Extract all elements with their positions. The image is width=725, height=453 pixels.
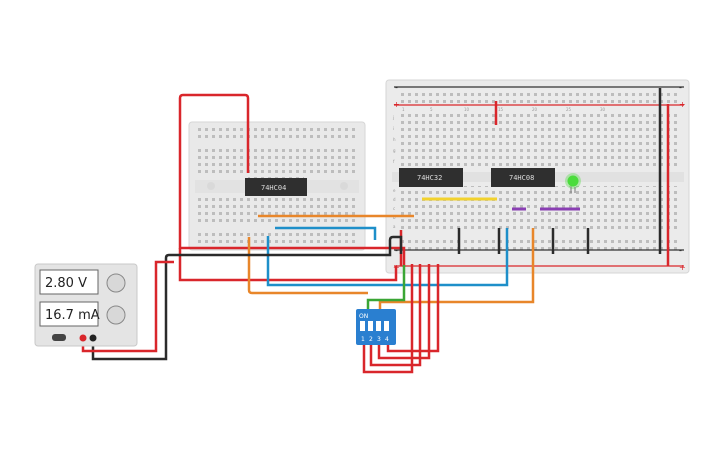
column-number: 1: [402, 107, 405, 112]
top-rail-holes: [400, 89, 678, 103]
red-wire-dip-4[interactable]: [386, 264, 440, 353]
rail-plus-top-left: +: [393, 100, 400, 109]
dip-toggle-1[interactable]: [360, 321, 365, 331]
current-knob[interactable]: [106, 305, 126, 325]
red-wire-small-board-vcc[interactable]: [178, 93, 406, 267]
dip-number-2: 2: [369, 336, 373, 343]
row-letter-d: d: [393, 197, 396, 202]
small-breadboard[interactable]: [188, 121, 366, 251]
small-bb-rail-bottom: [195, 230, 359, 244]
rail-plus-top-right: +: [679, 100, 686, 109]
row-letter-i: i: [393, 126, 394, 131]
row-letter-e: e: [393, 188, 396, 193]
blue-wire-top[interactable]: [275, 226, 377, 240]
current-display: 16.7 mA: [45, 308, 100, 323]
row-letter-j: j: [392, 115, 394, 120]
rail-minus-bottom-left: -: [395, 246, 398, 255]
dip-on-label: ON: [359, 313, 368, 320]
red-wire-psu-positive[interactable]: [81, 260, 174, 353]
dip-switch[interactable]: ON 1 2 3 4: [356, 309, 396, 345]
green-led[interactable]: [565, 173, 581, 193]
red-wire-dip-2[interactable]: [369, 264, 422, 367]
small-bb-rail-top: [195, 128, 359, 142]
column-number: 25: [566, 107, 572, 112]
voltage-display: 2.80 V: [45, 276, 87, 291]
top-terminal-holes: [400, 112, 678, 168]
row-letter-f: f: [393, 159, 395, 164]
row-letter-a: a: [393, 224, 396, 229]
rail-minus-top-left: -: [395, 83, 398, 92]
small-bb-holes-top: [195, 146, 359, 174]
green-wire-dip-common[interactable]: [366, 265, 406, 312]
column-number: 15: [498, 107, 504, 112]
dip-toggle-4[interactable]: [384, 321, 389, 331]
red-wire-rail-link[interactable]: [178, 248, 398, 282]
blue-wire-bottom[interactable]: [266, 228, 509, 287]
chip-label-74hc32: 74HC32: [417, 174, 442, 182]
red-wire-dip-1[interactable]: [362, 264, 414, 374]
orange-wire-small-board-to-dip[interactable]: [247, 237, 368, 295]
dip-number-3: 3: [377, 336, 381, 343]
column-number: 20: [532, 107, 538, 112]
rail-minus-top-right: -: [679, 83, 682, 92]
rail-plus-bottom-right: +: [679, 263, 686, 272]
bottom-rail-holes: [400, 238, 678, 252]
chip-label-74hc04: 74HC04: [261, 184, 286, 192]
dip-number-4: 4: [385, 336, 389, 343]
power-supply[interactable]: 2.80 V 16.7 mA: [34, 263, 138, 347]
column-number: 5: [430, 107, 433, 112]
dip-toggle-3[interactable]: [376, 321, 381, 331]
bottom-terminal-holes: [400, 186, 678, 230]
column-number: 30: [600, 107, 606, 112]
chip-label-74hc08: 74HC08: [509, 174, 534, 182]
rail-minus-bottom-right: -: [679, 246, 682, 255]
row-letter-h: h: [393, 137, 396, 142]
negative-terminal[interactable]: [89, 334, 97, 342]
black-wire-psu-ground[interactable]: [91, 235, 403, 361]
chip-74hc32[interactable]: 74HC32: [399, 168, 463, 187]
red-wire-dip-3[interactable]: [377, 264, 431, 360]
row-letter-c: c: [393, 206, 395, 211]
power-switch[interactable]: [52, 334, 66, 341]
dip-toggle-2[interactable]: [368, 321, 373, 331]
dip-number-1: 1: [361, 336, 365, 343]
column-number: 10: [464, 107, 470, 112]
row-letter-g: g: [393, 148, 396, 153]
positive-terminal[interactable]: [79, 334, 87, 342]
voltage-knob[interactable]: [106, 273, 126, 293]
chip-74hc04[interactable]: 74HC04: [245, 174, 307, 200]
small-bb-holes-bottom: [195, 197, 359, 225]
row-letter-b: b: [393, 215, 396, 220]
chip-74hc08[interactable]: 74HC08: [491, 168, 555, 187]
orange-wire-main-to-dip[interactable]: [378, 228, 535, 312]
